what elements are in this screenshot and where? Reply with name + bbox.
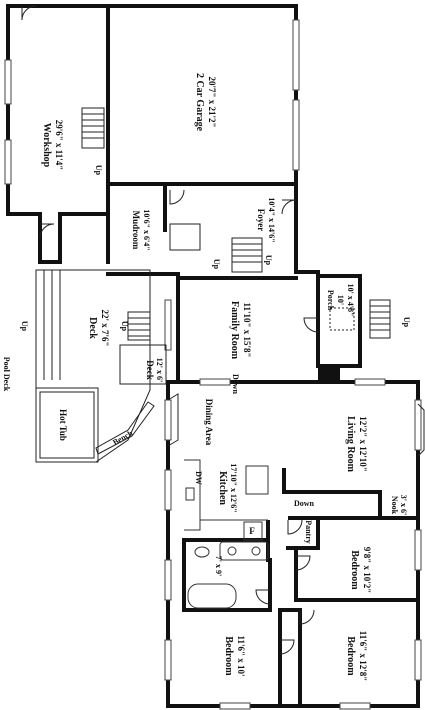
doors <box>21 5 319 655</box>
stairs <box>81 107 391 339</box>
bay-windows <box>167 393 425 457</box>
deck-stairs <box>127 311 151 341</box>
foyer-name: Foyer <box>256 209 266 232</box>
mudroom-size: 10'6" x 6'4" <box>142 209 151 250</box>
garage-name: 2 Car Garage <box>194 73 205 132</box>
nook-name: Nook <box>390 496 399 515</box>
family-room-name: Family Room <box>229 301 240 360</box>
bedroom-right-name: Bedroom <box>345 636 356 676</box>
pool-deck-label: Pool Deck <box>2 357 11 392</box>
dishwasher-label: DW <box>194 471 203 485</box>
porch-size: 10' x 4'8" <box>346 284 355 317</box>
labels: Workshop 29'6" x 11'4" 2 Car Garage 20'7… <box>2 73 411 681</box>
hot-tub-label: Hot Tub <box>58 409 68 441</box>
pantry-label: Pantry <box>304 520 313 544</box>
bench-label: Bench <box>111 428 134 447</box>
porch-name: Porch <box>326 290 335 311</box>
foyer-stairs-up: Up <box>264 255 273 266</box>
porch-size-1: 10' <box>336 295 345 305</box>
bath-size: 7' x 9' <box>214 556 223 576</box>
windows <box>4 19 422 710</box>
deck-stairs-up: Up <box>20 321 29 332</box>
garage-size: 20'7" x 21'2" <box>207 77 217 128</box>
mudroom-name: Mudroom <box>131 211 141 250</box>
kitchen-fixtures <box>184 459 269 541</box>
nook-size: 3' x 6' <box>399 495 408 515</box>
workshop-stairs-up: Up <box>94 165 103 176</box>
bedroom-center-name: Bedroom <box>349 550 360 590</box>
kitchen-stairs-down: Down <box>294 499 315 508</box>
bedroom-center-size: 9'8" x 10'2" <box>362 547 372 594</box>
fridge-label: F <box>249 526 255 536</box>
bedroom-right-size: 11'6" x 12'8" <box>358 631 368 682</box>
kitchen-name: Kitchen <box>217 471 228 505</box>
family-room-size: 11'10" x 15'8" <box>242 303 252 358</box>
workshop-size: 29'6" x 11'4" <box>54 120 64 171</box>
living-room-size: 12'2" x 12'10" <box>358 416 368 472</box>
bath-fixtures <box>187 541 269 609</box>
deck-large-name: Deck <box>87 317 98 339</box>
foyer-size: 10'4" x 14'6" <box>267 197 276 242</box>
small-deck-stairs-up: Up <box>120 321 129 332</box>
porch-stairs-up: Up <box>402 317 411 328</box>
kitchen-size: 17'10" x 12'6" <box>229 463 238 512</box>
deck <box>35 269 167 463</box>
deck-small-name: Deck <box>145 360 155 380</box>
deck-large-size: 22' x 7'6" <box>100 310 110 347</box>
living-room-name: Living Room <box>345 416 356 473</box>
mudroom-stairs-up: Up <box>212 259 221 270</box>
workshop-name: Workshop <box>41 123 52 168</box>
bedroom-left-size: 11'6" x 10' <box>236 635 246 676</box>
family-room-stairs-down: Down <box>231 374 240 395</box>
bedroom-left-name: Bedroom <box>223 636 234 676</box>
deck-small-size: 12' x 6' <box>155 358 164 382</box>
dining-area-name: Dining Area <box>204 399 214 446</box>
